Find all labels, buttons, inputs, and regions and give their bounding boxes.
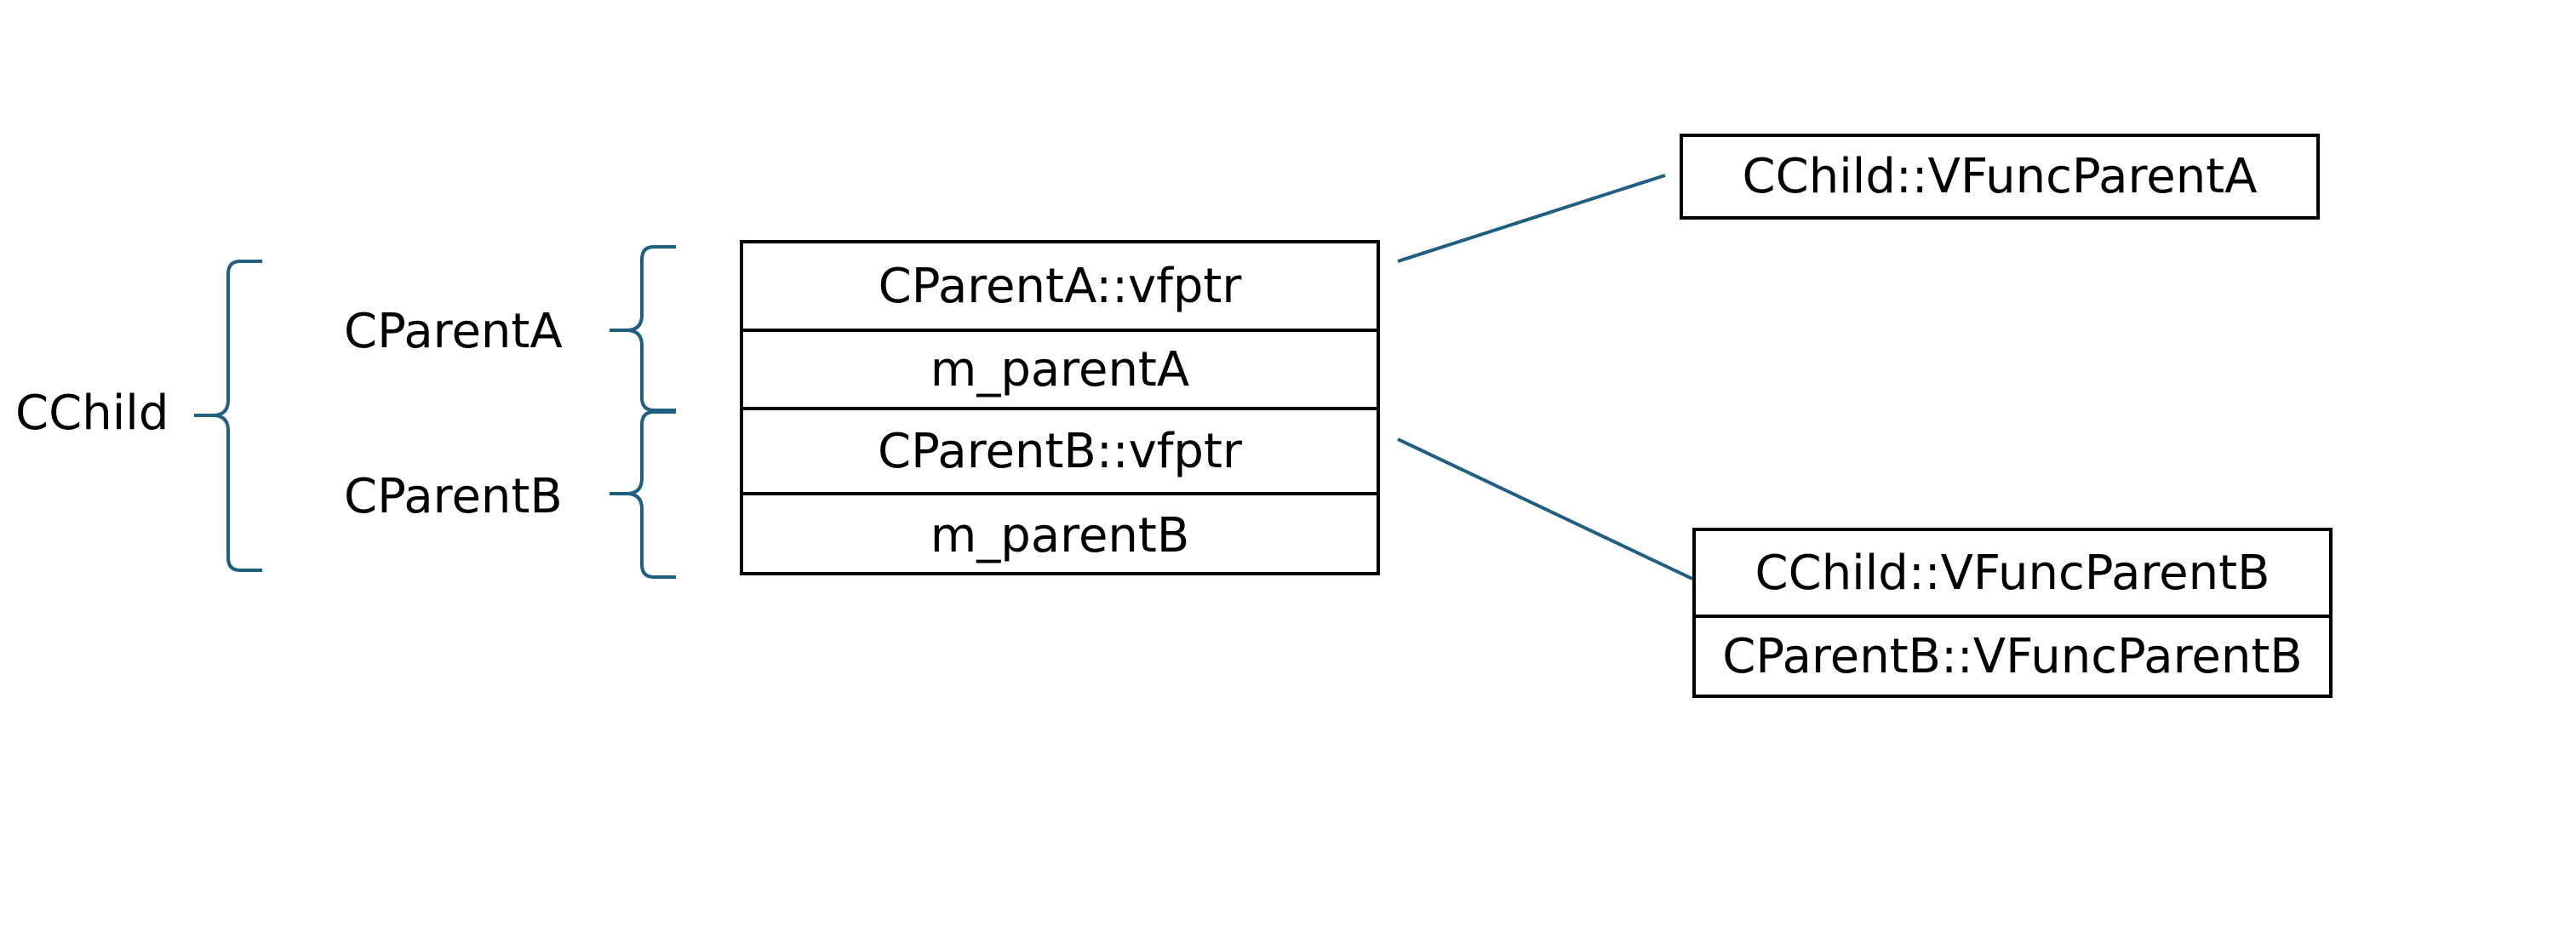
connector-vfptr-a bbox=[1397, 174, 1666, 263]
connector-vfptr-b bbox=[1397, 437, 1693, 580]
object-cell-m-parent-a: m_parentA bbox=[743, 329, 1377, 407]
object-cell-parent-b-vfptr: CParentB::vfptr bbox=[743, 407, 1377, 492]
vtable-parent-b: CChild::VFuncParentB CParentB::VFuncPare… bbox=[1692, 528, 2333, 698]
object-cell-m-parent-b: m_parentB bbox=[743, 492, 1377, 575]
parent-a-label: CParentA bbox=[344, 304, 563, 359]
object-layout-table: CParentA::vfptr m_parentA CParentB::vfpt… bbox=[740, 240, 1380, 575]
object-cell-parent-a-vfptr: CParentA::vfptr bbox=[878, 258, 1242, 314]
vtable-parent-a: CChild::VFuncParentA bbox=[1680, 134, 2320, 220]
vtable-b-entry: CChild::VFuncParentB bbox=[1755, 545, 2270, 601]
cchild-brace bbox=[194, 260, 262, 572]
parent-b-label: CParentB bbox=[344, 469, 563, 524]
vtable-a-entry: CChild::VFuncParentA bbox=[1742, 149, 2258, 204]
parent-b-brace bbox=[610, 410, 676, 579]
parent-a-brace bbox=[610, 245, 676, 412]
vtable-b-entry: CParentB::VFuncParentB bbox=[1696, 615, 2329, 695]
cchild-label: CChild bbox=[15, 386, 169, 441]
